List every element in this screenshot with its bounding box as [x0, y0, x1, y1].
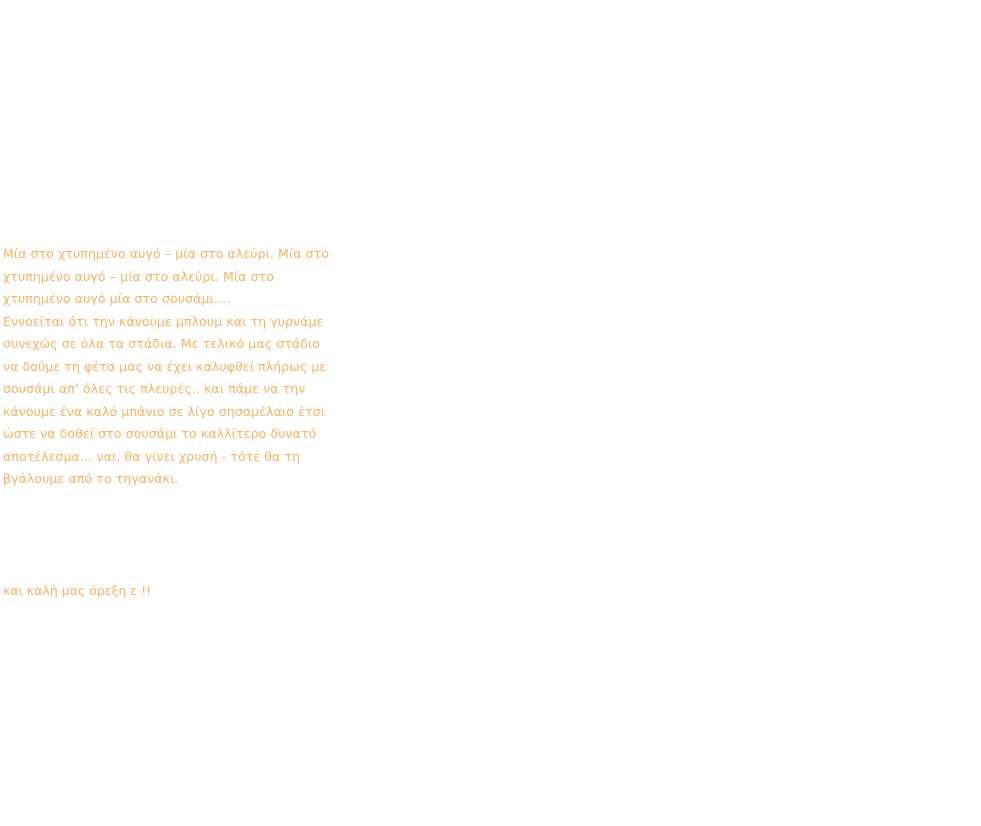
recipe-line: κάνουμε ένα καλό μπάνιο σε λίγο σησαμέλα… [3, 403, 325, 419]
recipe-paragraph: Μία στο χτυπημένο αυγό – μία στο αλεύρι.… [3, 243, 333, 491]
recipe-line: χτυπημένο αυγό μία στο σουσάμι…. [3, 291, 231, 306]
recipe-line: αποτέλεσμα… ναι, θα γίνει χρυσή - τότε θ… [3, 448, 301, 464]
recipe-line: χτυπημένο αυγό – μία στο αλεύρι. Μία στο [3, 268, 274, 284]
recipe-line: να δούμε τη φέτα μας να έχει καλυφθεί πλ… [3, 358, 327, 374]
recipe-line: βγάλουμε από το τηγανάκι. [3, 471, 179, 486]
closing-line: και καλή μας όρεξη ε !! [3, 583, 152, 598]
recipe-line: ώστε να δοθεί στο σουσάμι το καλλίτερο δ… [3, 426, 317, 441]
recipe-line: σουσάμι απ’ όλες τις πλευρές.. και πάμε … [3, 381, 306, 396]
recipe-line: Μία στο χτυπημένο αυγό – μία στο αλεύρι.… [3, 246, 330, 261]
recipe-line: συνεχώς σε όλα τα στάδια. Με τελικό μας … [3, 336, 321, 351]
recipe-line: Εννοείται ότι την κάνουμε μπλουμ και τη … [3, 313, 324, 329]
